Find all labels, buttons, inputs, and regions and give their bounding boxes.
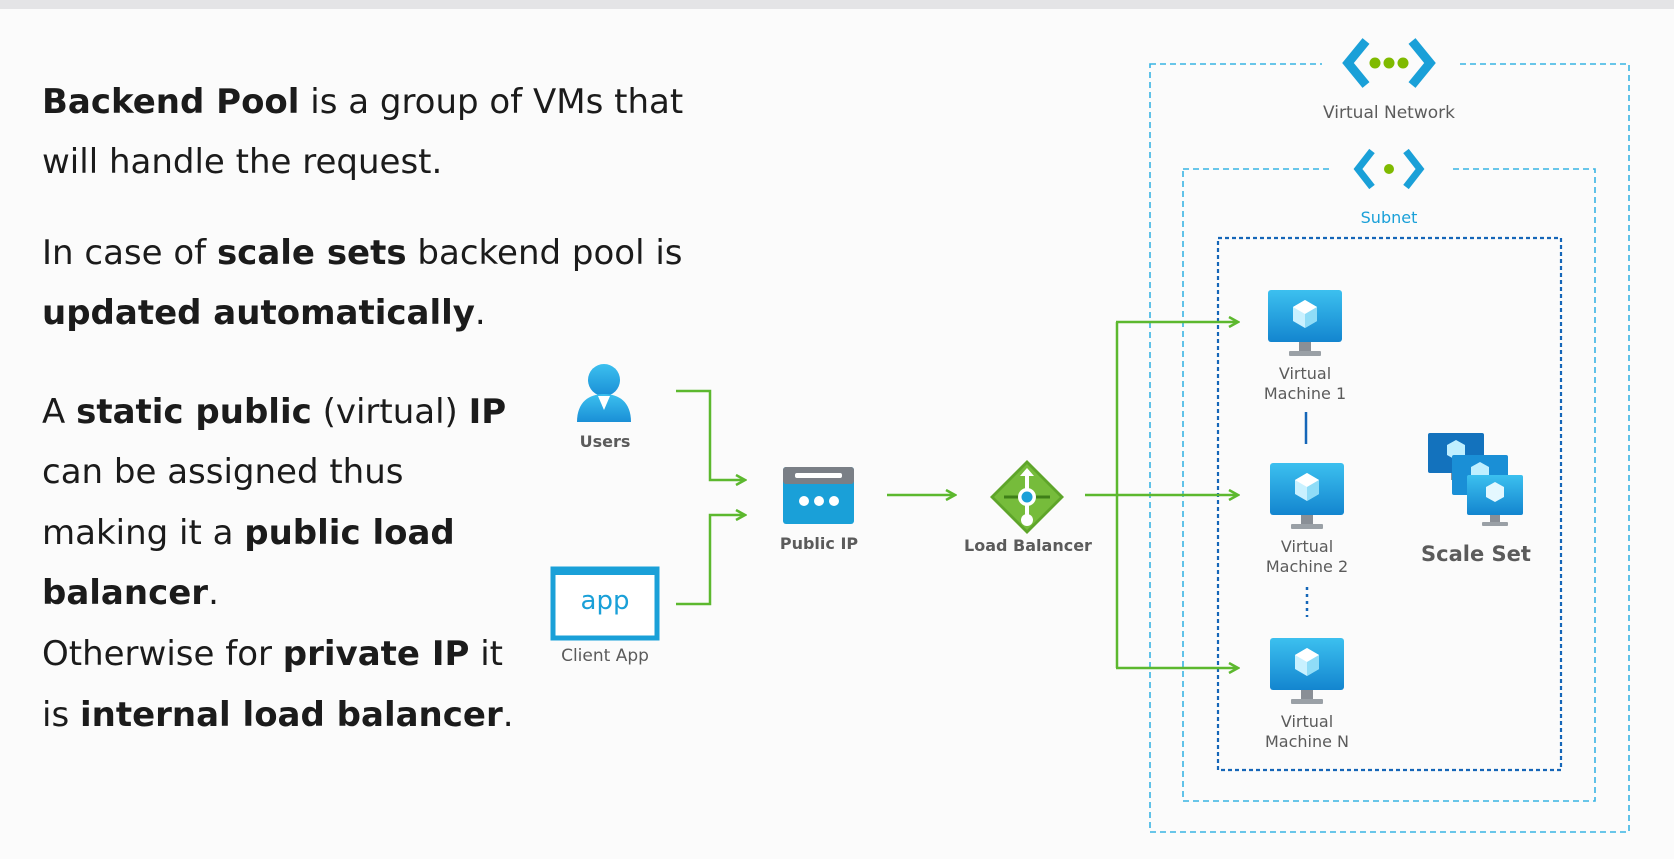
users-to-public-ip-arrow [676,389,745,480]
load-balancer-icon [990,460,1064,534]
subnet-icon [1353,148,1425,190]
vm2-label-line2: Machine 2 [1266,557,1348,576]
static-ip-line-4: balancer. [42,573,219,613]
private-ip-line-2: is internal load balancer. [42,695,514,735]
users-icon [577,364,631,422]
vmn-label-line1: Virtual [1281,712,1333,731]
backend-pool-line-2: will handle the request. [42,142,443,182]
subnet-label: Subnet [1361,208,1418,227]
load-balancer-label: Load Balancer [964,536,1092,555]
scale-set-icon [1428,433,1523,526]
public-ip-icon [783,467,854,524]
scale-sets-line-1: In case of scale sets backend pool is [42,233,683,273]
client-app-icon: app [550,566,660,641]
scale-sets-line-2: updated automatically. [42,293,486,333]
vm2-icon [1270,463,1344,529]
app-icon-text: app [581,586,630,616]
vm1-label-line2: Machine 1 [1264,384,1346,403]
vmn-label-line2: Machine N [1265,732,1349,751]
top-bar [0,0,1674,9]
vm1-icon [1268,290,1342,356]
virtual-network-boundary [1149,63,1630,833]
virtual-network-label: Virtual Network [1323,103,1455,123]
client-app-label: Client App [561,646,649,666]
public-ip-label: Public IP [780,534,859,553]
vm2-label-line1: Virtual [1281,537,1333,556]
backend-pool-boundary [1216,236,1563,772]
virtual-network-icon [1342,38,1436,88]
vmn-icon [1270,638,1344,704]
private-ip-line-1: Otherwise for private IP it [42,634,503,674]
client-app-to-public-ip-arrow [676,515,745,606]
scale-set-label: Scale Set [1421,542,1531,566]
static-ip-line-2: can be assigned thus [42,452,404,492]
subnet-boundary [1182,168,1596,802]
backend-pool-line-1: Backend Pool is a group of VMs that [42,82,684,122]
static-ip-line-3: making it a public load [42,513,455,553]
users-label: Users [580,432,631,451]
vm1-label-line1: Virtual [1279,364,1331,383]
static-ip-line-1: A static public (virtual) IP [42,392,507,432]
